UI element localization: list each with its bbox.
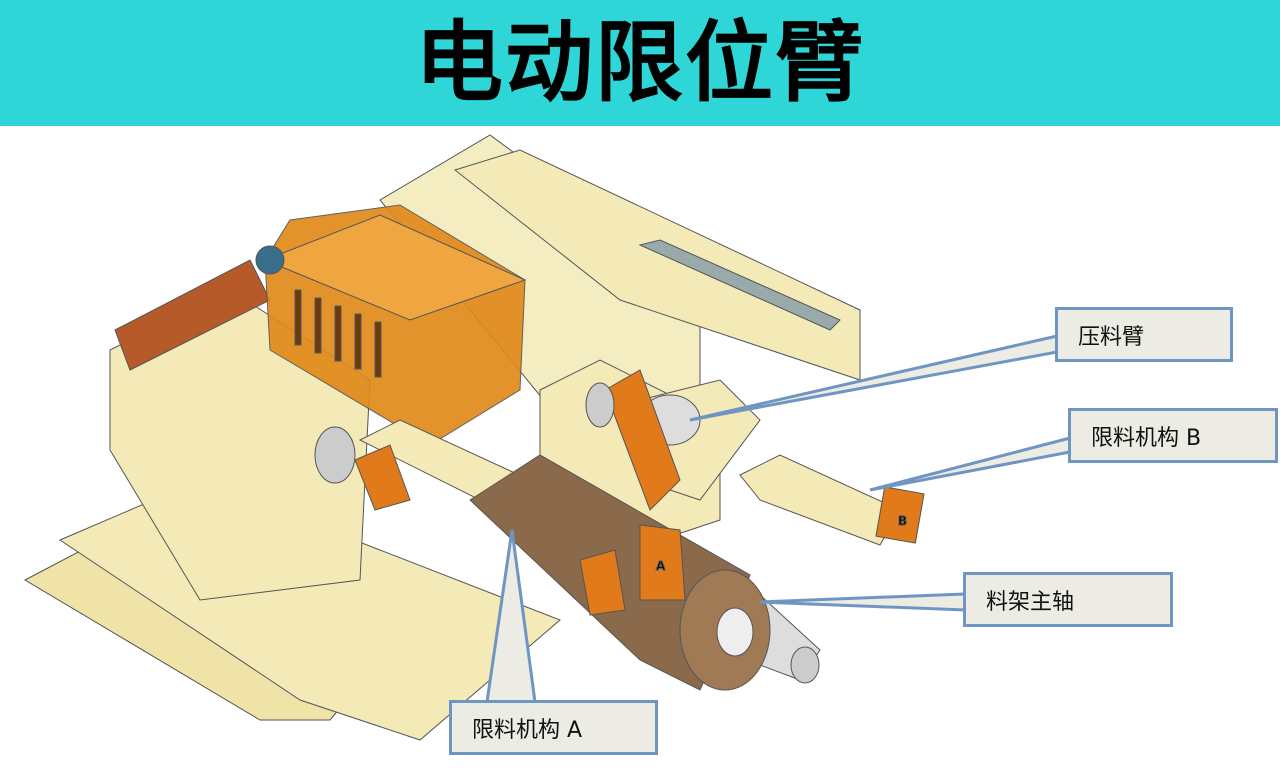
limiter-a-guard-2 [579,549,626,616]
spindle-nut [790,646,820,684]
top-rail [453,149,861,381]
title-banner: 电动限位臂 [0,0,1280,126]
right-hub [585,382,615,428]
limiter-b-rail [739,454,901,546]
roll-core [716,607,754,657]
pointer-spindle [759,592,967,612]
callout-press-arm-label: 压料臂 [1078,324,1145,350]
pointer-press-arm [689,334,1059,422]
left-hub [314,426,356,484]
callout-press-arm: 压料臂 [1055,307,1233,362]
machine-illustration: B A [23,134,1072,741]
callout-limiter-b: 限料机构 B [1068,408,1278,463]
limiter-a-mark: A [656,559,666,573]
press-arm-link [604,369,681,511]
callout-spindle-label: 料架主轴 [986,589,1075,615]
callout-limiter-a: 限料机构 A [449,700,658,755]
limiter-b-plate [875,486,925,544]
callout-limiter-a-label: 限料机构 A [472,717,583,743]
rail-slot [638,239,841,331]
callout-spindle: 料架主轴 [963,572,1173,627]
limiter-a-guard [354,444,411,511]
pointer-limiter-b [869,436,1072,492]
limiter-a-plate [639,524,686,601]
limiter-b-mark: B [898,514,907,528]
page-title: 电动限位臂 [414,11,865,114]
callout-limiter-b-label: 限料机构 B [1091,425,1202,451]
gearbox-guard-top [263,214,527,321]
back-plate [379,134,701,421]
motor-end [255,245,285,275]
